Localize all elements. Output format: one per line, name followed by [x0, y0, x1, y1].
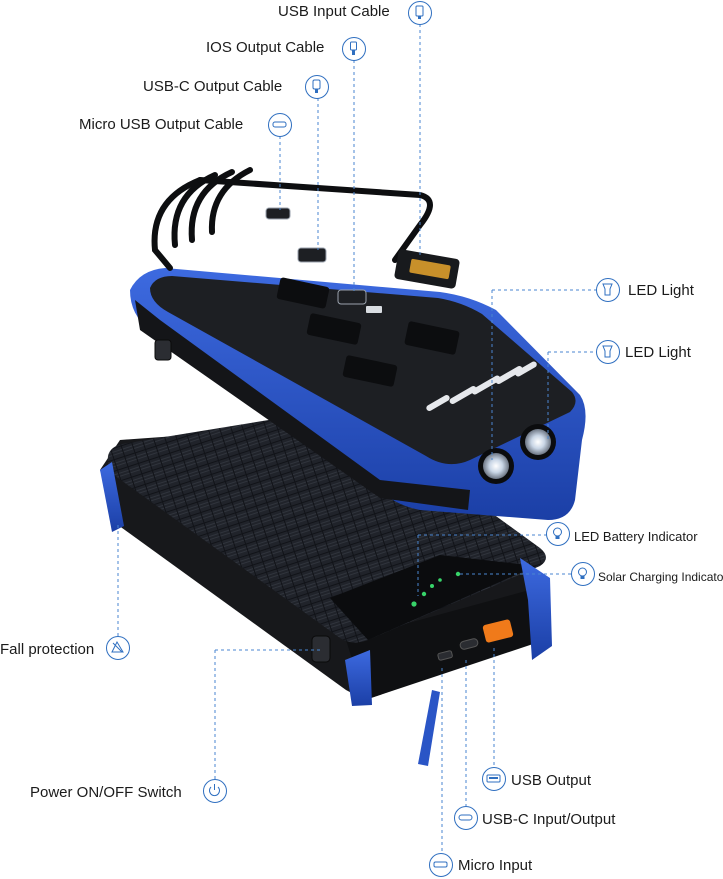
- led-light-lens: [483, 453, 509, 479]
- vent-slots: [426, 361, 537, 411]
- corner-bumper: [100, 462, 124, 532]
- micro-usb-icon: [268, 113, 292, 137]
- usb-c-icon: [305, 75, 329, 99]
- power-switch: [311, 635, 331, 663]
- built-in-cables: [151, 167, 433, 271]
- usb-c-port: [459, 638, 479, 650]
- light-bulb-icon: [571, 562, 595, 586]
- solar-power-bank: [100, 409, 552, 766]
- micro-usb-connector: [265, 207, 291, 220]
- corner-bumper: [345, 650, 372, 706]
- micro-input-label: Micro Input: [458, 857, 533, 874]
- usb-c-output-cable-label: USB-C Output Cable: [143, 78, 283, 95]
- power-switch-label: Power ON/OFF Switch: [30, 784, 182, 801]
- power-icon: [203, 779, 227, 803]
- light-bulb-icon: [546, 522, 570, 546]
- ios-output-cable-label: IOS Output Cable: [206, 39, 325, 56]
- ios-connector: [337, 289, 367, 305]
- leader-lines: [117, 24, 600, 854]
- flashlight-icon: [596, 278, 620, 302]
- shockproof-icon: [106, 636, 130, 660]
- flashlight-icon: [596, 340, 620, 364]
- usb-output-label: USB Output: [511, 772, 592, 789]
- cable-power-bank: [130, 167, 586, 520]
- solar-charging-indicator-label: Solar Charging Indicator: [598, 570, 723, 584]
- usb-output-port: [482, 619, 514, 643]
- usb-c-port-icon: [454, 806, 478, 830]
- micro-port-icon: [429, 853, 453, 877]
- solar-indicator-led: [455, 571, 461, 577]
- lanyard: [418, 690, 440, 766]
- corner-bumper: [520, 558, 552, 660]
- lightning-icon: [342, 37, 366, 61]
- battery-indicator-leds: [411, 578, 442, 607]
- usb-input-cable-label: USB Input Cable: [278, 3, 390, 20]
- usb-port-icon: [482, 767, 506, 791]
- led-battery-indicator-label: LED Battery Indicator: [574, 529, 698, 544]
- usb-a-icon: [408, 1, 432, 25]
- led-light-lens: [525, 429, 551, 455]
- micro-port: [437, 650, 453, 661]
- usb-c-input-output-label: USB-C Input/Output: [482, 811, 616, 828]
- fall-protection-label: Fall protection: [0, 641, 95, 658]
- usb-c-connector: [297, 247, 327, 263]
- micro-usb-output-cable-label: Micro USB Output Cable: [79, 116, 244, 133]
- led-light-label-2: LED Light: [625, 344, 691, 361]
- led-light-label-1: LED Light: [628, 282, 694, 299]
